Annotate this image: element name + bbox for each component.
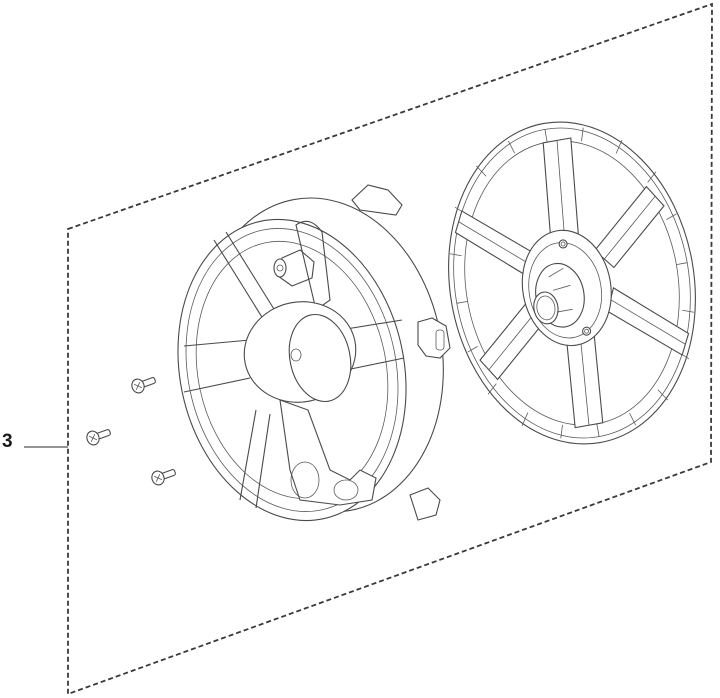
callout-number-3: 3 [2, 431, 13, 452]
kit-boundary [67, 2, 713, 696]
screw-3 [151, 469, 176, 486]
fan-housing-shroud [177, 184, 451, 522]
screw-2 [86, 429, 111, 446]
screw-1 [131, 377, 156, 394]
fan-impeller [448, 121, 696, 445]
